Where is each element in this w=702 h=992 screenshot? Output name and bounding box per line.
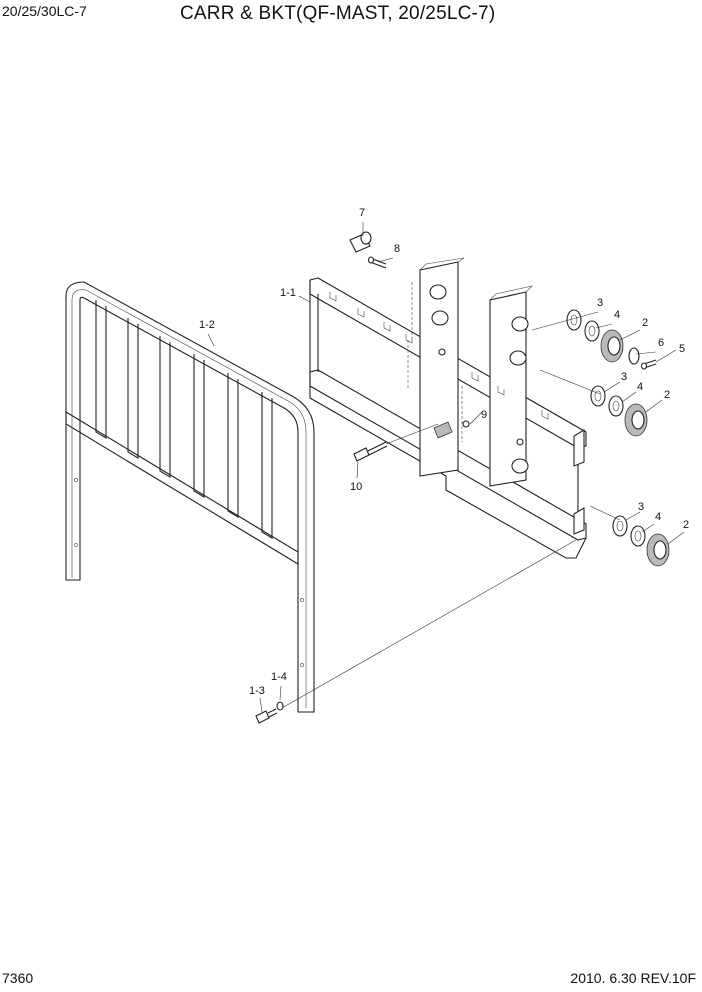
callout-4-lower: 4: [655, 511, 661, 523]
callout-3-upper: 3: [597, 297, 603, 309]
callout-4-upper: 4: [614, 309, 620, 321]
callout-1-4: 1-4: [271, 671, 287, 683]
roller-set-lower: [612, 515, 670, 567]
roller-set-upper: [566, 309, 657, 370]
callout-4-middle: 4: [637, 381, 643, 393]
load-backrest: [65, 281, 315, 713]
model-label: 20/25/30LC-7: [2, 3, 87, 19]
callout-10: 10: [350, 481, 362, 493]
callout-5: 5: [679, 343, 685, 355]
callout-8: 8: [394, 243, 400, 255]
callout-2-middle: 2: [664, 389, 670, 401]
revision-date: 2010. 6.30 REV.10F: [570, 970, 696, 986]
callout-2-lower: 2: [683, 519, 689, 531]
callout-6: 6: [658, 337, 664, 349]
leader-lines: [207, 222, 685, 713]
callout-1-3: 1-3: [249, 685, 265, 697]
callout-2-upper: 2: [642, 317, 648, 329]
bolt-10: [353, 441, 388, 462]
backrest-bolt: [255, 701, 284, 724]
page-title: CARR & BKT(QF-MAST, 20/25LC-7): [180, 3, 496, 24]
callout-1-1: 1-1: [280, 287, 296, 299]
callout-1-2: 1-2: [199, 319, 215, 331]
callout-7: 7: [359, 207, 365, 219]
callout-3-lower: 3: [638, 501, 644, 513]
callout-9: 9: [481, 409, 487, 421]
callout-labels: 7 8 1-1 1-2 3 4 2 6 5 3 4 2 9 10 3 4 2 1…: [199, 207, 689, 697]
stopper-bolt: [349, 231, 387, 269]
callout-3-middle: 3: [621, 371, 627, 383]
page-number: 7360: [2, 970, 34, 986]
carriage: [309, 257, 587, 559]
roller-set-middle: [590, 385, 648, 437]
